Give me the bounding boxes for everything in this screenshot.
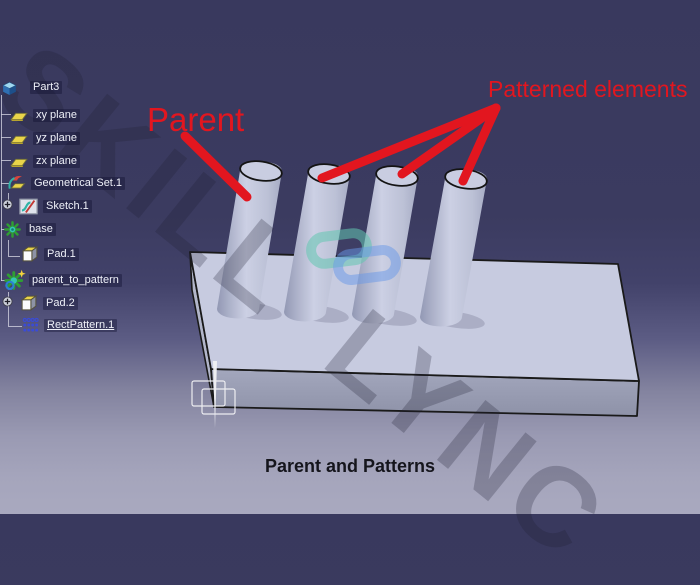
tree-item-label[interactable]: xy plane [33,108,80,122]
tree-item-zx-plane[interactable]: zx plane [10,152,80,170]
tree-trunk-line [1,95,2,281]
tree-branch-line [8,326,22,327]
pad-icon[interactable] [19,293,39,313]
tree-item-pad-2[interactable]: Pad.2 [19,293,78,313]
tree-item-xy-plane[interactable]: xy plane [10,106,80,124]
plane-icon[interactable] [10,152,28,170]
tree-item-pad-1[interactable]: Pad.1 [20,244,79,264]
tree-branch-line [1,137,11,138]
plane-icon[interactable] [10,106,28,124]
expand-icon[interactable] [2,199,13,210]
tree-item-label[interactable]: parent_to_pattern [29,274,122,287]
pad-icon[interactable] [20,244,40,264]
part-icon[interactable] [1,79,18,96]
sketch-icon[interactable] [18,196,39,217]
tree-item-yz-plane[interactable]: yz plane [10,129,80,147]
tree-item-label[interactable]: Pad.1 [44,247,79,261]
tree-item-label[interactable]: yz plane [33,131,80,145]
tree-item-rectpattern-1[interactable]: RectPattern.1 [22,316,118,334]
tree-branch-line [1,114,11,115]
tree-item-label[interactable]: Pad.2 [43,296,78,310]
expand-icon[interactable] [2,296,13,307]
tree-item-label[interactable]: RectPattern.1 [44,318,118,332]
tree-item-sketch-1[interactable]: Sketch.1 [18,196,92,217]
rect-pattern-icon[interactable] [22,316,40,334]
body-new-icon[interactable] [3,269,26,292]
tree-branch-line [1,160,11,161]
tree-branch-line [1,183,9,184]
3d-viewport[interactable] [0,0,700,514]
tree-item-label[interactable]: Part3 [30,81,63,94]
tree-branch-line [1,280,5,281]
tree-branch-line [1,229,5,230]
axis-marker-icon[interactable] [191,361,236,428]
tree-item-geometrical-set[interactable]: Geometrical Set.1 [7,173,126,193]
tree-branch-line [8,256,20,257]
tree-item-label[interactable]: zx plane [33,154,80,168]
tree-item-base[interactable]: base [3,220,56,239]
tree-item-part3[interactable]: Part3 [1,79,63,96]
tree-item-label[interactable]: Sketch.1 [43,200,92,213]
tree-item-parent-to-pattern[interactable]: parent_to_pattern [3,269,122,292]
plane-icon[interactable] [10,129,28,147]
tree-branch-line [8,240,9,256]
caption: Parent and Patterns [264,456,436,476]
body-icon[interactable] [3,220,22,239]
feature-tree: Part3 xy plane yz plane zx plane Geometr… [0,0,200,360]
tree-branch-line [8,292,9,326]
geometrical-set-icon[interactable] [7,173,27,193]
tree-item-label[interactable]: base [26,223,56,236]
tree-branch-line [8,193,9,200]
tree-item-label[interactable]: Geometrical Set.1 [31,176,126,190]
